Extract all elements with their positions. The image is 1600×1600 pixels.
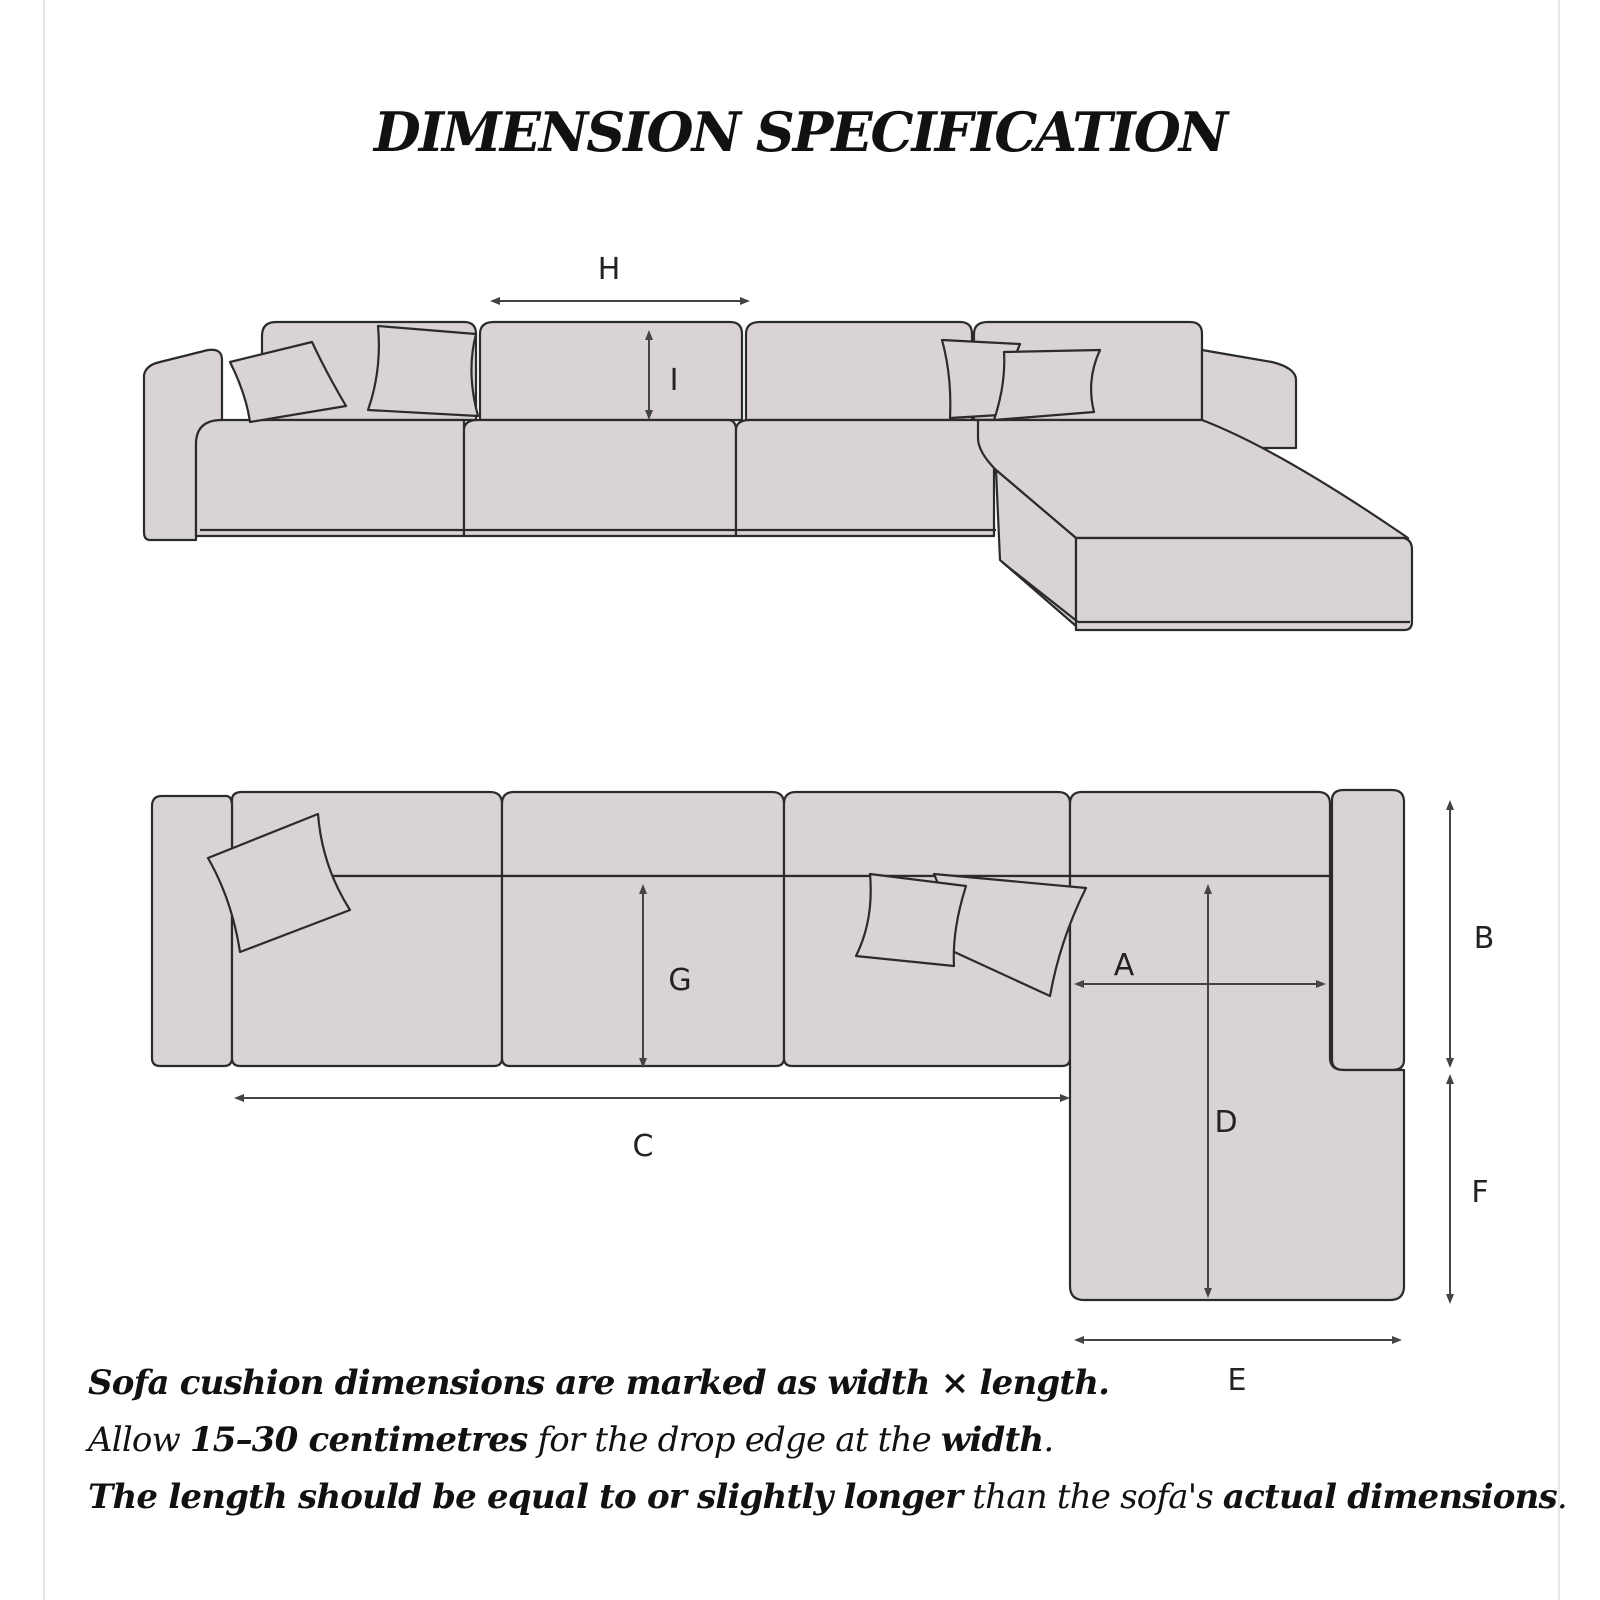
dimension-c-label: C	[633, 1129, 654, 1164]
front-seat-3	[734, 418, 996, 538]
frame-border-right	[1558, 0, 1560, 1600]
top-back-section-2	[500, 790, 786, 878]
front-chaise-front	[1074, 536, 1414, 632]
sofa-top-view: A D G C B F E	[150, 788, 1495, 1398]
note-line-2-part-d: width	[940, 1420, 1044, 1460]
front-seat-1	[194, 418, 466, 538]
note-line-3: The length should be equal to or slightl…	[88, 1469, 1568, 1526]
front-back-cushion-2	[478, 320, 744, 422]
sofa-front-view: H I	[142, 252, 1414, 632]
note-line-1: Sofa cushion dimensions are marked as wi…	[88, 1363, 1110, 1403]
front-chaise-top	[976, 418, 1410, 540]
top-back-section-3	[782, 790, 1072, 878]
frame-border-left	[43, 0, 45, 1600]
dimension-a-label: A	[1114, 948, 1135, 983]
dimension-f-label: F	[1471, 1175, 1488, 1210]
front-pillow-1	[228, 340, 348, 424]
dimension-e-label: E	[1228, 1363, 1247, 1398]
page-title: DIMENSION SPECIFICATION	[373, 100, 1228, 164]
top-back-section-4	[1068, 790, 1332, 878]
notes-block: Sofa cushion dimensions are marked as wi…	[88, 1355, 1568, 1526]
note-line-2-part-e: .	[1043, 1420, 1054, 1460]
note-line-2-part-a: Allow	[88, 1420, 190, 1460]
front-back-cushion-3	[744, 320, 974, 422]
note-line-3-part-a: The length should be equal to or slightl…	[88, 1477, 963, 1517]
note-line-3-part-c: actual dimensions	[1222, 1477, 1558, 1517]
note-line-2: Allow 15–30 centimetres for the drop edg…	[88, 1412, 1568, 1469]
note-line-3-part-b: than the sofa's	[962, 1477, 1223, 1517]
top-right-arm	[1330, 788, 1406, 1072]
front-pillow-2	[366, 324, 480, 418]
dimension-h-label: H	[598, 252, 621, 287]
note-line-2-part-c: for the drop edge at the	[527, 1420, 941, 1460]
top-left-arm	[150, 794, 234, 1068]
note-line-2-part-b: 15–30 centimetres	[189, 1420, 528, 1460]
top-pillow-1	[206, 812, 352, 954]
dimension-i-label: I	[670, 363, 679, 398]
note-line-3-part-d: .	[1556, 1477, 1568, 1517]
dimension-b-label: B	[1474, 921, 1495, 956]
front-pillow-4	[992, 348, 1102, 422]
top-pillow-3	[854, 872, 968, 968]
dimension-g-label: G	[668, 963, 691, 998]
front-right-arm	[1200, 348, 1298, 450]
front-left-arm	[142, 348, 224, 542]
front-seat-2	[462, 418, 738, 538]
dimension-d-label: D	[1214, 1105, 1237, 1140]
